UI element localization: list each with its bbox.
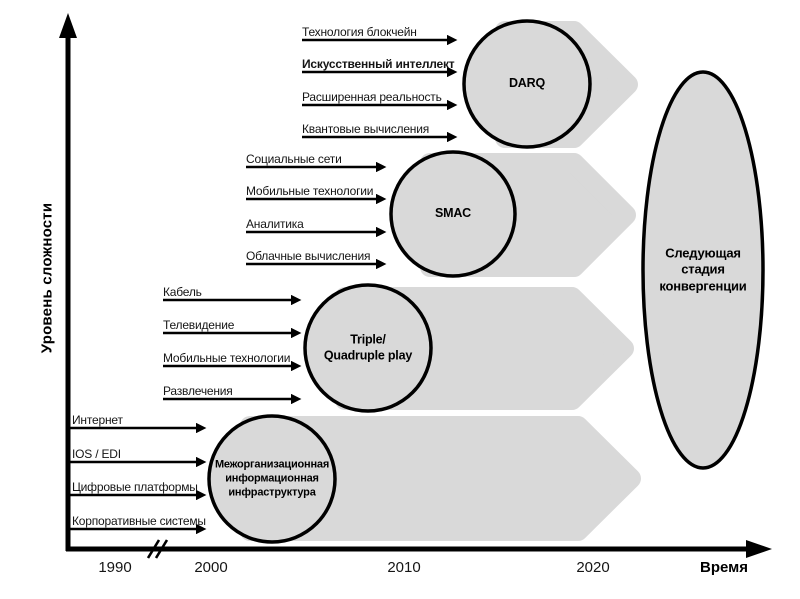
input-label-ios-edi: IOS / EDI (72, 447, 121, 461)
x-axis-label: Время (700, 559, 748, 576)
input-label-analytics: Аналитика (246, 217, 304, 231)
x-tick-2010: 2010 (387, 559, 421, 576)
stage-label-smac: SMAC (434, 206, 471, 221)
x-axis-arrowhead (746, 540, 772, 558)
input-label-mobile-tech: Мобильные технологии (163, 351, 291, 365)
arrows-tripleplay (163, 294, 302, 405)
x-tick-1990: 1990 (98, 559, 132, 576)
y-axis-label: Уровень сложности (38, 202, 56, 354)
input-label-cloud: Облачные вычисления (246, 249, 371, 263)
input-label-social: Социальные сети (246, 152, 342, 166)
input-label-cable: Кабель (163, 285, 202, 299)
circle-stage-interorg (207, 414, 337, 544)
input-label-mobile: Мобильные технологии (246, 184, 374, 198)
input-label-enterprise: Корпоративные системы (72, 514, 206, 528)
axis-break (146, 539, 169, 559)
stage-label-interorg: Межорганизационная информационная инфрас… (214, 458, 330, 498)
input-label-xr: Расширенная реальность (302, 90, 442, 104)
input-label-ai: Искусственный интеллект (302, 57, 455, 71)
arrows-interorg (70, 422, 207, 535)
input-label-entertainment: Развлечения (163, 384, 233, 398)
circle-stage-darq (462, 19, 592, 149)
circle-stage-tripleplay (303, 283, 433, 413)
future-stage-label: Следующая стадия конвергенции (659, 245, 747, 294)
y-axis-arrowhead (59, 13, 77, 38)
input-label-platforms: Цифровые платформы (72, 480, 198, 494)
arrows-smac (246, 161, 387, 270)
stage-label-darq: DARQ (508, 76, 545, 91)
input-label-quantum: Квантовые вычисления (302, 122, 430, 136)
stage-label-tripleplay: Triple/ Quadruple play (323, 332, 413, 362)
input-label-internet: Интернет (72, 413, 123, 427)
x-tick-2000: 2000 (194, 559, 228, 576)
circle-stage-smac (389, 150, 517, 278)
arrows-darq (302, 34, 458, 143)
future-stage-ellipse (641, 70, 765, 470)
input-label-blockchain: Технология блокчейн (302, 25, 417, 39)
input-label-tv: Телевидение (163, 318, 235, 332)
x-tick-2020: 2020 (576, 559, 610, 576)
